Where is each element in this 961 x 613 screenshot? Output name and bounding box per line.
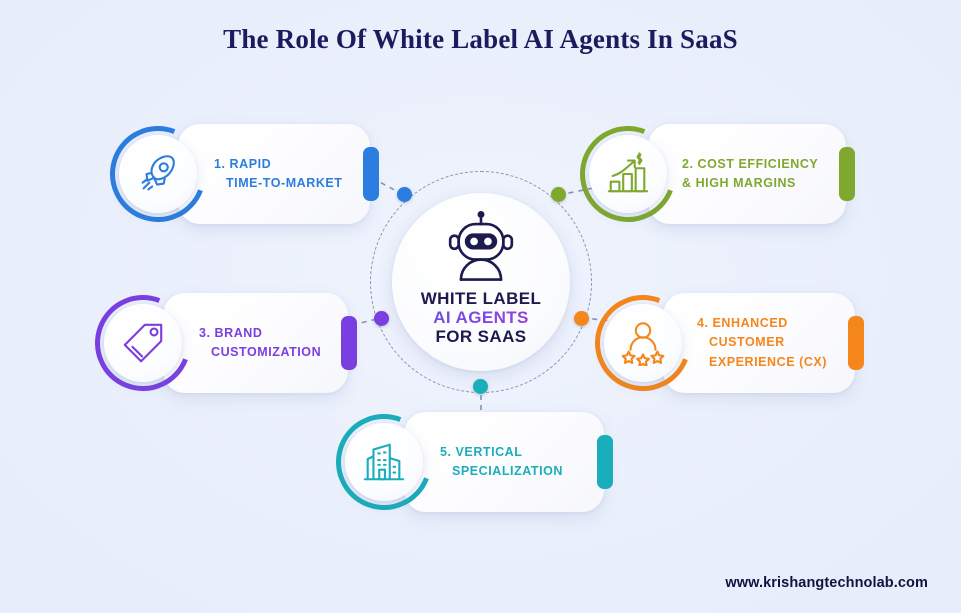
card-enhanced-customer-experience[interactable]: 4. ENHANCED CUSTOMER EXPERIENCE (CX) xyxy=(579,279,864,407)
card-icon-badge xyxy=(94,110,222,238)
rocket-icon xyxy=(141,155,175,191)
user-stars-icon xyxy=(621,322,665,366)
card-icon-badge xyxy=(564,110,692,238)
robot-icon xyxy=(448,211,514,281)
building-icon xyxy=(363,443,405,481)
growth-chart-dollar-icon xyxy=(607,152,649,193)
hub-center: WHITE LABEL AI AGENTS FOR SAAS xyxy=(392,193,570,371)
card-vertical-specialization[interactable]: 5. VERTICAL SPECIALIZATION xyxy=(320,398,613,526)
card-label-line-2: TIME-TO-MARKET xyxy=(226,176,343,190)
hub-line-3: FOR SAAS xyxy=(435,327,527,347)
card-label-line-2: CUSTOMIZATION xyxy=(211,345,322,359)
card-label-line-1: 4. ENHANCED xyxy=(697,315,788,330)
card-cost-efficiency[interactable]: 2. COST EFFICIENCY & HIGH MARGINS xyxy=(564,110,855,238)
card-accent-tab xyxy=(839,147,855,201)
card-icon-badge xyxy=(79,279,207,407)
hub-dot-rapid xyxy=(397,187,412,202)
card-label-line-1: 1. RAPID xyxy=(214,156,272,171)
card-label-line-2: SPECIALIZATION xyxy=(452,464,563,478)
card-icon-badge xyxy=(320,398,448,526)
card-accent-tab xyxy=(341,316,357,370)
card-label-line-2: & HIGH MARGINS xyxy=(682,176,796,190)
card-label-line-1: 3. BRAND xyxy=(199,325,263,340)
card-label-line-1: 2. COST EFFICIENCY xyxy=(682,156,819,171)
card-accent-tab xyxy=(597,435,613,489)
footer-url: www.krishangtechnolab.com xyxy=(725,575,928,591)
hub-line-1: WHITE LABEL xyxy=(420,289,542,308)
card-accent-tab xyxy=(363,147,379,201)
page-title: The Role Of White Label AI Agents In Saa… xyxy=(223,24,738,54)
hub-dot-brand xyxy=(374,311,389,326)
card-brand-customization[interactable]: 3. BRAND CUSTOMIZATION xyxy=(79,279,357,407)
hub-line-2: AI AGENTS xyxy=(421,308,542,327)
hub-dot-cx xyxy=(574,311,589,326)
hub-dot-vertical xyxy=(473,379,488,394)
card-icon-badge xyxy=(579,279,707,407)
card-rapid-time-to-market[interactable]: 1. RAPID TIME-TO-MARKET xyxy=(94,110,379,238)
card-accent-tab xyxy=(848,316,864,370)
hub-dot-cost xyxy=(551,187,566,202)
card-label-line-2: CUSTOMER xyxy=(709,335,785,350)
card-label-line-1: 5. VERTICAL xyxy=(440,444,523,459)
price-tag-icon xyxy=(123,323,163,363)
card-label-line-3: EXPERIENCE (CX) xyxy=(709,354,827,369)
